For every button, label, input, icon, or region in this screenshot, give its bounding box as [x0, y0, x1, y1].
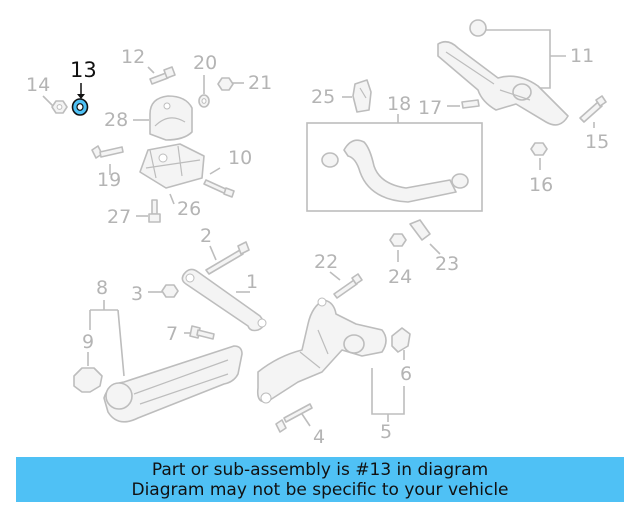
parts-diagram: 13 14 12 28 20 21 19 10 27 26 25 18 17 1… — [26, 19, 609, 448]
part-9-dust-cap — [73, 367, 103, 393]
callout-19[interactable]: 19 — [97, 169, 121, 191]
callout-17[interactable]: 17 — [418, 97, 442, 119]
callout-2[interactable]: 2 — [200, 225, 212, 247]
callout-23[interactable]: 23 — [435, 253, 459, 275]
part-22-bolt — [329, 271, 363, 299]
callout-18[interactable]: 18 — [387, 93, 411, 115]
part-1-lateral-link — [181, 268, 267, 332]
part-23-bracket — [409, 219, 441, 255]
info-banner: Part or sub-assembly is #13 in diagram D… — [16, 457, 624, 502]
callout-24[interactable]: 24 — [388, 266, 412, 288]
callout-12[interactable]: 12 — [121, 46, 145, 68]
part-7-bolt — [184, 325, 215, 340]
part-16-nut — [530, 142, 548, 170]
part-19-bolt — [91, 145, 124, 175]
part-14-nut — [42, 95, 68, 114]
banner-line-2: Diagram may not be specific to your vehi… — [131, 480, 509, 500]
callout-22[interactable]: 22 — [314, 251, 338, 273]
callout-28[interactable]: 28 — [104, 109, 128, 131]
callout-25[interactable]: 25 — [311, 86, 335, 108]
part-13-washer[interactable] — [71, 83, 89, 116]
callout-15[interactable]: 15 — [585, 131, 609, 153]
part-15-bolt — [579, 95, 607, 128]
part-17-bolt — [447, 99, 480, 109]
part-3-nut — [148, 284, 179, 298]
callout-10[interactable]: 10 — [228, 147, 252, 169]
part-21-nut — [217, 77, 244, 91]
part-11-control-arm — [437, 19, 569, 126]
part-12-bolt — [147, 66, 176, 85]
callout-21[interactable]: 21 — [248, 72, 272, 94]
callout-27[interactable]: 27 — [107, 206, 131, 228]
callout-13[interactable]: 13 — [70, 58, 97, 82]
part-25-bracket — [342, 79, 372, 113]
callout-5[interactable]: 5 — [380, 421, 392, 443]
part-5-knuckle — [256, 297, 405, 422]
part-26-bracket — [139, 143, 205, 205]
part-24-nut — [389, 233, 407, 262]
callout-16[interactable]: 16 — [529, 174, 553, 196]
callout-4[interactable]: 4 — [313, 426, 325, 448]
part-27-bolt — [136, 199, 161, 223]
callout-1[interactable]: 1 — [246, 271, 258, 293]
callout-6[interactable]: 6 — [400, 363, 412, 385]
part-20-washer — [198, 75, 210, 108]
part-10-bolt — [203, 167, 235, 198]
callout-26[interactable]: 26 — [177, 198, 201, 220]
part-28-mount — [133, 95, 193, 141]
part-6-bushing — [391, 327, 411, 360]
callout-8[interactable]: 8 — [96, 277, 108, 299]
part-4-bolt — [275, 403, 313, 433]
callout-7[interactable]: 7 — [166, 323, 178, 345]
part-8-trailing-beam — [87, 300, 243, 423]
callout-3[interactable]: 3 — [131, 283, 143, 305]
callout-14[interactable]: 14 — [26, 74, 50, 96]
callout-20[interactable]: 20 — [193, 52, 217, 74]
part-18-arm-assembly — [306, 114, 483, 212]
callout-11[interactable]: 11 — [570, 45, 594, 67]
callout-9[interactable]: 9 — [82, 331, 94, 353]
part-2-bolt — [205, 241, 250, 275]
banner-line-1: Part or sub-assembly is #13 in diagram — [151, 460, 489, 480]
